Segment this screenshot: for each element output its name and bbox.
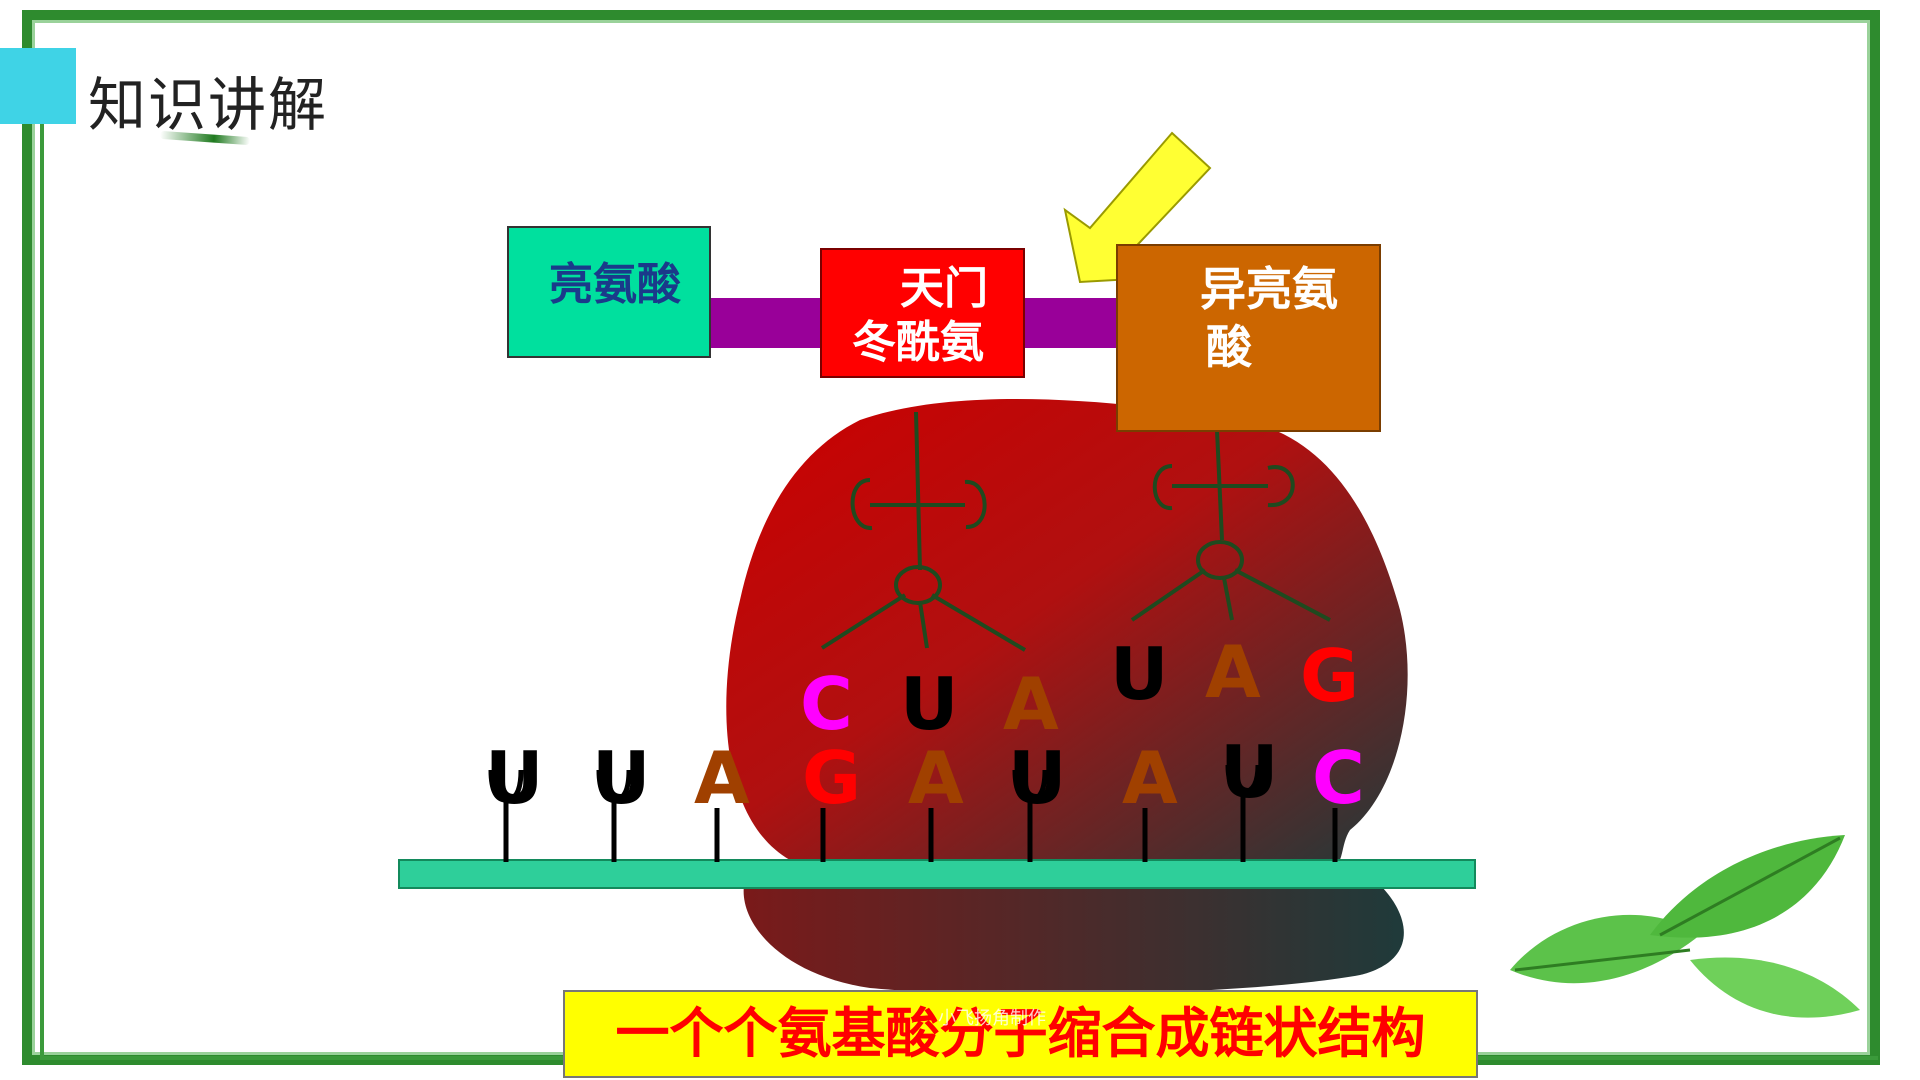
anticodon-base: U <box>900 662 959 746</box>
anticodon-base: U <box>1110 632 1169 716</box>
amino-acid-isoleucine: 异亮氨 酸 <box>1116 244 1381 432</box>
slide-title: 知识讲解 <box>88 71 329 139</box>
isoleucine-label-line2: 酸 <box>1206 320 1252 374</box>
mrna-base: U <box>485 736 544 820</box>
isoleucine-label-line1: 异亮氨 <box>1200 262 1338 316</box>
peptide-bond-1 <box>711 298 822 348</box>
mrna-strand <box>398 859 1476 889</box>
anticodon-base: A <box>1205 630 1261 714</box>
anticodon-base: G <box>1300 634 1360 718</box>
mrna-base: A <box>908 736 964 820</box>
mrna-base: C <box>1312 736 1365 820</box>
asparagine-label-line1: 天门 <box>900 263 988 314</box>
amino-acid-leucine: 亮氨酸 <box>507 226 711 358</box>
mrna-base: G <box>802 736 862 820</box>
caption-text: 一个个氨基酸分子缩合成链状结构 <box>615 1002 1426 1065</box>
trna-1 <box>820 411 1027 652</box>
mrna-base-stems <box>488 764 1338 862</box>
title-accent-block <box>0 48 76 124</box>
mrna-base: U <box>592 736 651 820</box>
mrna-base: A <box>1122 736 1178 820</box>
anticodon-base: A <box>1003 662 1059 746</box>
amino-acid-asparagine: 天门 冬酰氨 <box>820 248 1025 378</box>
anticodon-base: C <box>800 662 853 746</box>
asparagine-label-line2: 冬酰氨 <box>852 317 984 368</box>
leucine-label: 亮氨酸 <box>549 259 681 310</box>
trna-2 <box>1130 429 1331 622</box>
yellow-arrow-icon <box>1063 131 1212 284</box>
mrna-base: U <box>1008 736 1067 820</box>
caption-box: 一个个氨基酸分子缩合成链状结构 <box>563 990 1478 1078</box>
mrna-base: A <box>694 736 750 820</box>
mrna-base: U <box>1220 730 1279 814</box>
leaf-decoration-icon <box>1510 835 1860 1018</box>
ribosome-small-subunit <box>743 880 1404 995</box>
watermark-text: 小飞扬角制作 <box>938 1008 1046 1029</box>
ribosome-large-subunit <box>726 399 1408 870</box>
peptide-bond-2 <box>1025 298 1118 348</box>
